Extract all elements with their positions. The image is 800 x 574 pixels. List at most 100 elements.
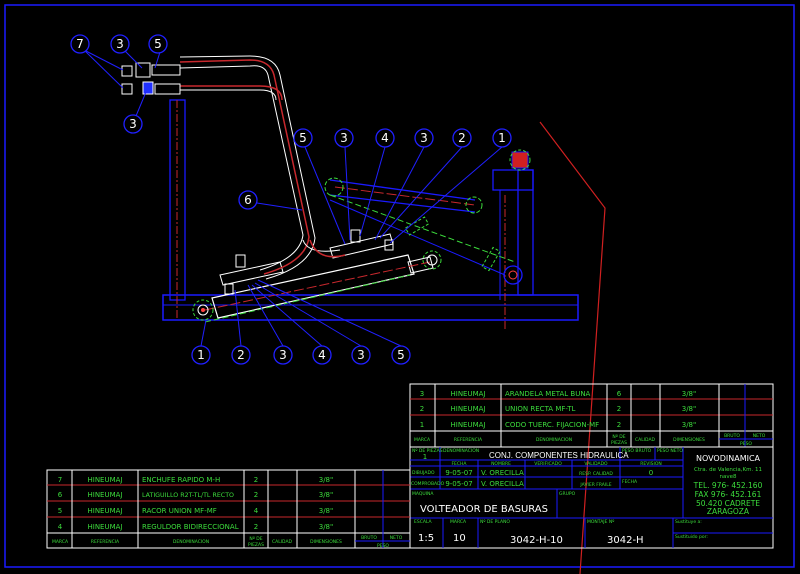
- balloon: 1: [492, 128, 512, 148]
- title-block-n-piezas: 1: [423, 453, 427, 461]
- balloon: 3: [351, 345, 371, 365]
- parts-lower-rows-3-marca: 4: [58, 523, 63, 531]
- balloons-top-left: 7 3 5 3: [70, 34, 168, 134]
- parts-upper-rows-1-dimensiones: 3/8": [682, 405, 697, 413]
- parts-lower-rows-2-marca: 5: [58, 507, 62, 515]
- title-block-fecha-label: FECHA: [451, 461, 467, 467]
- headers-neto: NETO: [390, 535, 403, 541]
- title-block-verificado-label: VERIFICADO: [534, 461, 562, 467]
- balloon: 3: [273, 345, 293, 365]
- title-block-revision-label: REVISION: [640, 461, 661, 467]
- title-block-city: 50.420 CADRETE: [696, 499, 760, 508]
- balloon: 2: [231, 345, 251, 365]
- balloons-top-left-2: 5: [154, 37, 162, 51]
- table-row: 7 HINEUMAJ ENCHUFE RAPIDO M-H 2 3/8": [58, 476, 333, 484]
- title-block-dibujado-label: DIBUJADO: [412, 470, 435, 476]
- balloon: 7: [70, 34, 90, 54]
- balloons-middle-0: 6: [244, 193, 252, 207]
- title-block-dibujado-fecha: 9-05-07: [445, 469, 472, 477]
- parts-lower-rows-2-referencia: HINEUMAJ: [87, 507, 122, 515]
- title-block-montaje: 3042-H: [607, 535, 644, 546]
- title-block-sustituido-label: Sustituido por:: [675, 534, 708, 540]
- balloon: 5: [148, 34, 168, 54]
- title-block-peso-neto-label: PESO NETO: [657, 448, 683, 454]
- parts-lower-rows-1-denominacion: LATIGUILLO R2T-TL/TL RECTO: [142, 492, 234, 499]
- table-header: MARCA REFERENCIA DENOMINACION Nº DE PIEZ…: [52, 535, 403, 549]
- title-block-montaje-label: MONTAJE Nº: [587, 519, 614, 525]
- parts-upper-rows-2-piezas: 2: [617, 421, 621, 429]
- balloons-middle-5: 2: [458, 131, 466, 145]
- title-block-escala: 1:5: [418, 533, 434, 544]
- balloon: 3: [414, 128, 434, 148]
- parts-lower-rows-0-denominacion: ENCHUFE RAPIDO M-H: [142, 476, 220, 484]
- parts-upper-rows-1-piezas: 2: [617, 405, 621, 413]
- title-block-revision: 0: [649, 469, 653, 477]
- balloon: 3: [123, 114, 143, 134]
- balloons-middle-2: 3: [340, 131, 348, 145]
- parts-list-upper: 3 HINEUMAJ ARANDELA METAL BUNA 6 3/8" 2 …: [409, 383, 774, 448]
- headers-piezas-2: PIEZAS: [248, 542, 264, 548]
- title-block-comprobado-nombre: V. ORECILLA: [481, 480, 524, 488]
- balloons-middle-1: 5: [299, 131, 307, 145]
- parts-list-lower: 7 HINEUMAJ ENCHUFE RAPIDO M-H 2 3/8" 6 H…: [46, 469, 411, 549]
- parts-lower-rows-0-marca: 7: [58, 476, 62, 484]
- headers-dimensiones: DIMENSIONES: [673, 437, 705, 443]
- title-block-province: ZARAGOZA: [707, 507, 750, 516]
- headers-piezas-1: Nº DE: [249, 536, 262, 542]
- balloons-middle-6: 1: [498, 131, 506, 145]
- title-block-dibujado-nombre: V. ORECILLA: [481, 469, 524, 477]
- balloons-bottom-1: 2: [237, 348, 245, 362]
- balloon: 3: [334, 128, 354, 148]
- title-block-company: NOVODINAMICA: [696, 454, 761, 463]
- headers-bruto: BRUTO: [361, 535, 377, 541]
- parts-lower-rows-2-denominacion: RACOR UNION MF-MF: [142, 507, 217, 515]
- table-row: 4 HINEUMAJ REGULDOR BIDIRECCIONAL 2 3/8": [58, 523, 333, 531]
- title-block-javier: JAVIER FRAILE: [579, 482, 611, 488]
- parts-lower-rows-1-referencia: HINEUMAJ: [87, 491, 122, 499]
- title-block-validado-label: VALIDADO: [584, 461, 608, 467]
- balloons-bottom-4: 3: [357, 348, 365, 362]
- title-block-tel: TEL. 976- 452.160: [693, 481, 763, 490]
- balloons-top-left-3: 3: [129, 117, 137, 131]
- headers-piezas-2: PIEZAS: [611, 440, 627, 446]
- leader-lines: [83, 49, 503, 347]
- parts-upper-rows-2-referencia: HINEUMAJ: [450, 421, 485, 429]
- title-block-maquina-label: MAQUINA: [412, 491, 434, 497]
- balloon: 5: [391, 345, 411, 365]
- title-block-nombre-label: NOMBRE: [491, 461, 511, 467]
- parts-lower-rows-0-dimensiones: 3/8": [319, 476, 334, 484]
- parts-upper-rows-2-dimensiones: 3/8": [682, 421, 697, 429]
- balloons-top-left-1: 3: [116, 37, 124, 51]
- parts-upper-rows-1-marca: 2: [420, 405, 424, 413]
- parts-upper-rows-0-piezas: 6: [617, 390, 622, 398]
- title-block-resp-calidad: RESP. CALIDAD: [579, 471, 613, 477]
- title-block-address-1: Ctra. de Valencia,Km. 11: [694, 467, 762, 473]
- title-block-sustituye-label: Sustituye a:: [675, 519, 702, 525]
- title-block-plano-label: Nº DE PLANO: [480, 519, 510, 525]
- headers-piezas-1: Nº DE: [612, 434, 625, 440]
- parts-lower-rows-3-referencia: HINEUMAJ: [87, 523, 122, 531]
- title-block-escala-label: ESCALA: [414, 519, 433, 525]
- headers-calidad: CALIDAD: [635, 437, 656, 443]
- headers-referencia: REFERENCIA: [454, 437, 483, 443]
- headers-marca: MARCA: [52, 539, 69, 545]
- headers-peso: PESO: [377, 543, 389, 549]
- title-block-peso-bruto-label: PESO BRUTO: [622, 448, 652, 454]
- table-row: 1 HINEUMAJ CODO TUERC. FIJACION-MF 2 3/8…: [420, 421, 696, 429]
- headers-calidad: CALIDAD: [272, 539, 293, 545]
- title-block-marca: 10: [453, 533, 466, 544]
- balloon: 4: [312, 345, 332, 365]
- parts-upper-rows-0-dimensiones: 3/8": [682, 390, 697, 398]
- balloons-bottom-5: 5: [397, 348, 405, 362]
- balloon: 3: [110, 34, 130, 54]
- balloon: 1: [191, 345, 211, 365]
- parts-upper-rows-0-referencia: HINEUMAJ: [450, 390, 485, 398]
- drawing-frame: [4, 4, 795, 568]
- parts-upper-rows-2-denominacion: CODO TUERC. FIJACION-MF: [505, 421, 599, 429]
- headers-dimensiones: DIMENSIONES: [310, 539, 342, 545]
- headers-referencia: REFERENCIA: [91, 539, 120, 545]
- title-block-fax: FAX 976- 452.161: [695, 490, 762, 499]
- title-block-comprobado-label: COMPROBADO: [411, 481, 445, 487]
- balloon: 5: [293, 128, 313, 148]
